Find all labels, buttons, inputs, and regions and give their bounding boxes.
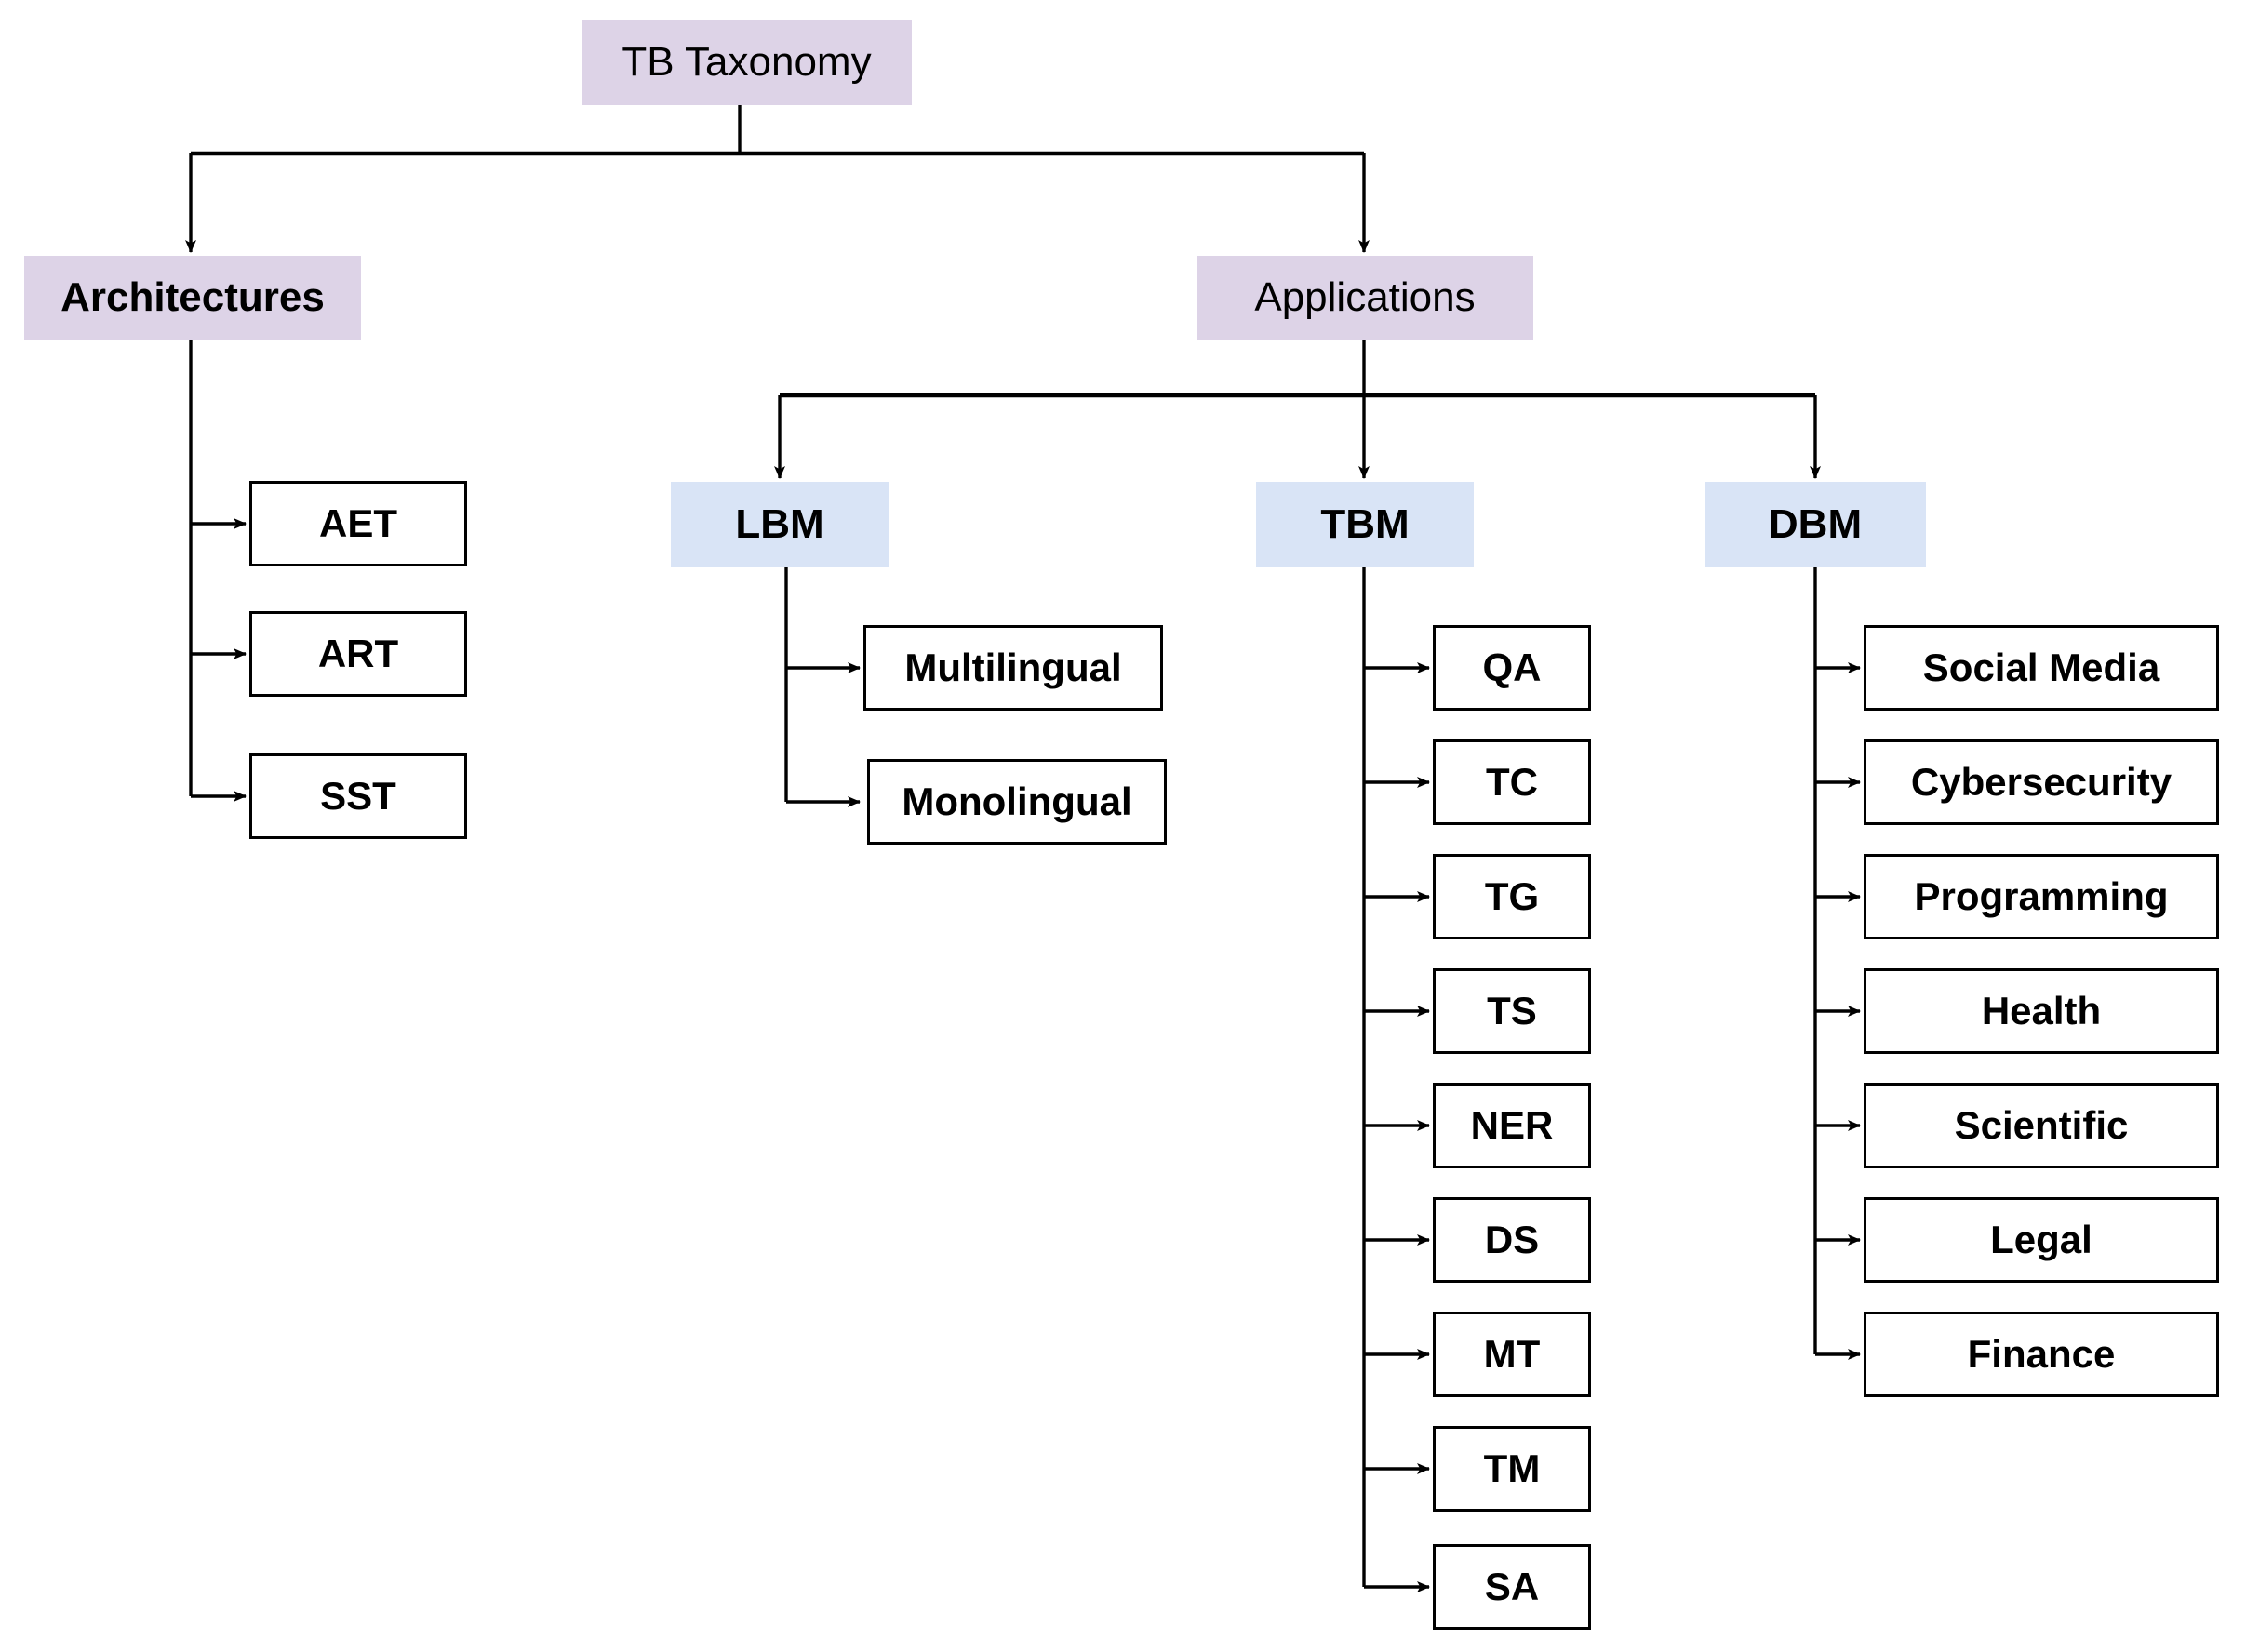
node-tbm[interactable]: TBM [1256,482,1474,567]
node-ner[interactable]: NER [1433,1083,1591,1168]
node-cybersecurity[interactable]: Cybersecurity [1864,739,2219,825]
node-ds[interactable]: DS [1433,1197,1591,1283]
node-architectures[interactable]: Architectures [24,256,361,340]
node-tm[interactable]: TM [1433,1426,1591,1512]
node-monolingual[interactable]: Monolingual [867,759,1167,845]
node-programming[interactable]: Programming [1864,854,2219,939]
node-dbm[interactable]: DBM [1705,482,1926,567]
node-mt[interactable]: MT [1433,1312,1591,1397]
node-sa[interactable]: SA [1433,1544,1591,1630]
node-health[interactable]: Health [1864,968,2219,1054]
node-finance[interactable]: Finance [1864,1312,2219,1397]
node-qa[interactable]: QA [1433,625,1591,711]
node-tc[interactable]: TC [1433,739,1591,825]
node-scientific[interactable]: Scientific [1864,1083,2219,1168]
node-multilingual[interactable]: Multilingual [863,625,1163,711]
node-legal[interactable]: Legal [1864,1197,2219,1283]
node-tg[interactable]: TG [1433,854,1591,939]
node-ts[interactable]: TS [1433,968,1591,1054]
node-sst[interactable]: SST [249,753,467,839]
node-lbm[interactable]: LBM [671,482,889,567]
node-tb-taxonomy[interactable]: TB Taxonomy [582,20,912,105]
node-art[interactable]: ART [249,611,467,697]
node-aet[interactable]: AET [249,481,467,566]
node-applications[interactable]: Applications [1197,256,1533,340]
node-social-media[interactable]: Social Media [1864,625,2219,711]
